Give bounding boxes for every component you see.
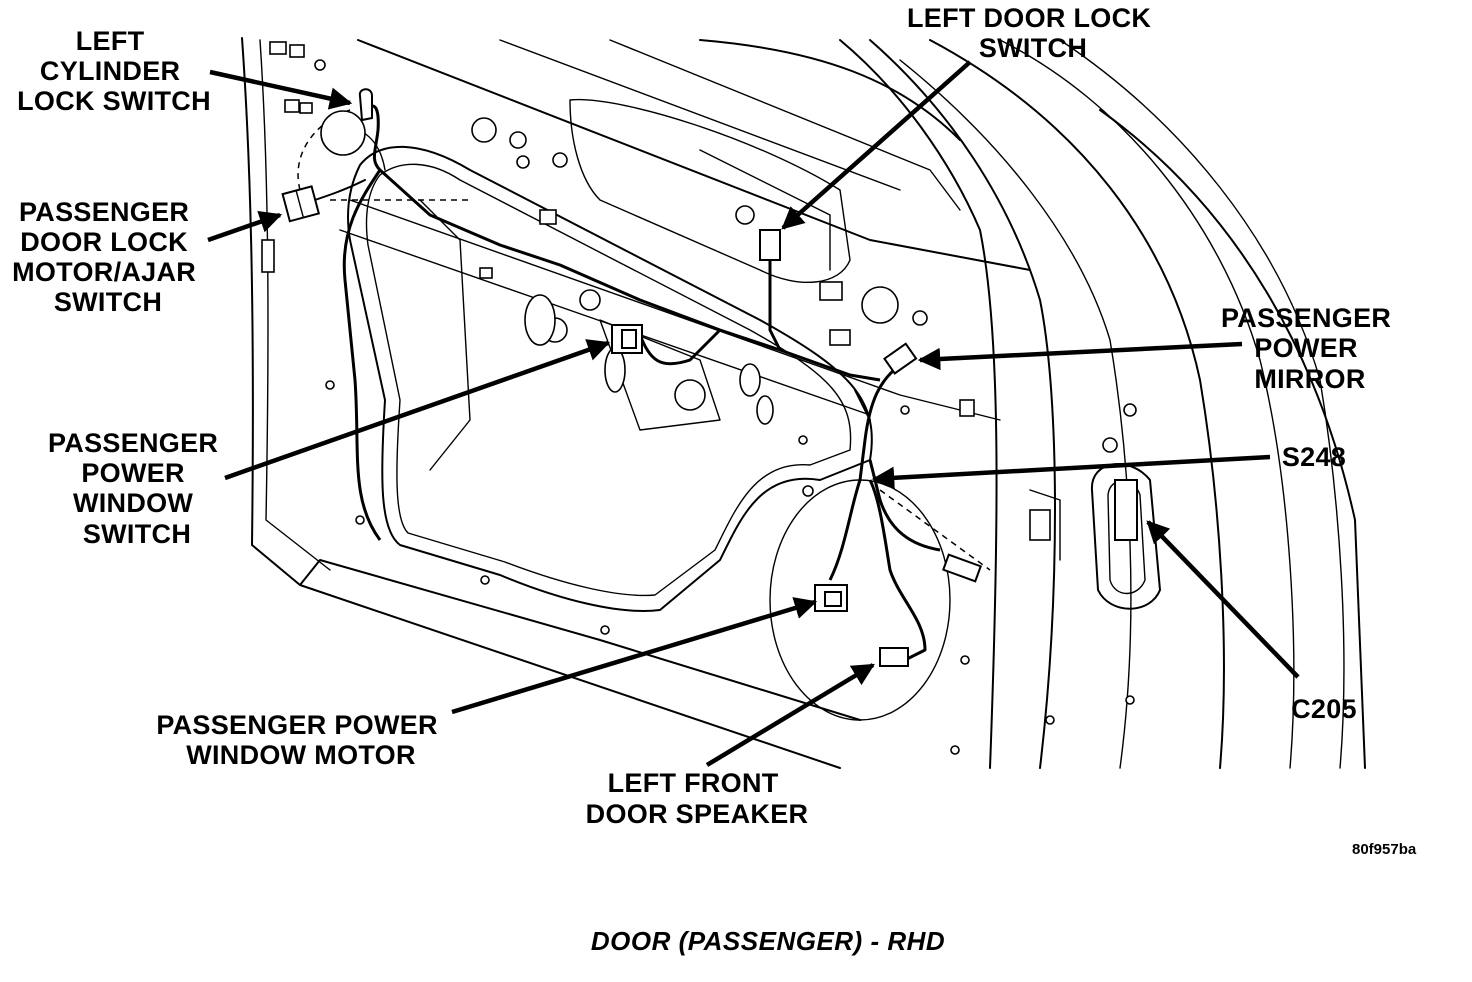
label-left-door-lock-switch: LEFT DOOR LOCK SWITCH bbox=[907, 3, 1159, 63]
label-left-front-door-speaker: LEFT FRONT DOOR SPEAKER bbox=[586, 768, 809, 829]
label-passenger-power-mirror: PASSENGER POWER MIRROR bbox=[1221, 303, 1399, 394]
figure-caption: DOOR (PASSENGER) - RHD bbox=[591, 926, 945, 956]
arrow-c205 bbox=[1146, 520, 1300, 679]
label-left-cylinder-lock-switch: LEFT CYLINDER LOCK SWITCH bbox=[17, 26, 211, 116]
label-s248: S248 bbox=[1282, 442, 1346, 472]
door-panel-drawing bbox=[241, 37, 1366, 769]
label-passenger-door-lock-motor: PASSENGER DOOR LOCK MOTOR/AJAR SWITCH bbox=[12, 197, 204, 317]
label-passenger-power-window-motor: PASSENGER POWER WINDOW MOTOR bbox=[156, 710, 445, 770]
arrow-passenger-power-window-switch bbox=[224, 339, 611, 481]
leader-arrows bbox=[207, 60, 1300, 767]
arrow-s248 bbox=[871, 454, 1271, 490]
label-c205: C205 bbox=[1291, 694, 1357, 724]
arrow-left-cylinder-lock-switch bbox=[209, 69, 353, 110]
arrow-left-front-door-speaker bbox=[705, 663, 875, 767]
arrow-passenger-door-lock-motor bbox=[207, 211, 283, 243]
arrow-passenger-power-mirror bbox=[917, 341, 1243, 371]
arrow-left-door-lock-switch bbox=[781, 60, 972, 230]
figure-code: 80f957ba bbox=[1352, 841, 1417, 858]
arrow-passenger-power-window-motor bbox=[451, 597, 818, 715]
label-passenger-power-window-switch: PASSENGER POWER WINDOW SWITCH bbox=[48, 428, 226, 549]
